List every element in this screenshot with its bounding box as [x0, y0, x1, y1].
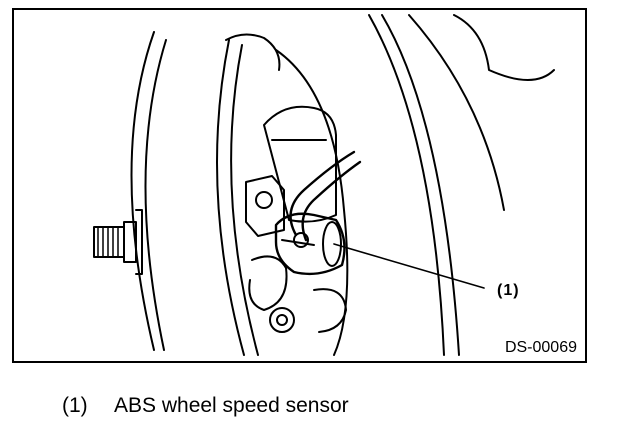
figure-id: DS-00069: [502, 339, 579, 357]
callout-label-1: (1): [497, 282, 520, 300]
abs-sensor-line-drawing: [93, 14, 555, 356]
legend-item-1: (1) ABS wheel speed sensor: [62, 394, 349, 418]
legend-text: ABS wheel speed sensor: [114, 394, 349, 417]
callout-leader-line: [333, 243, 485, 289]
legend-number: (1): [62, 394, 88, 417]
illustration-frame: (1) DS-00069: [12, 8, 587, 363]
